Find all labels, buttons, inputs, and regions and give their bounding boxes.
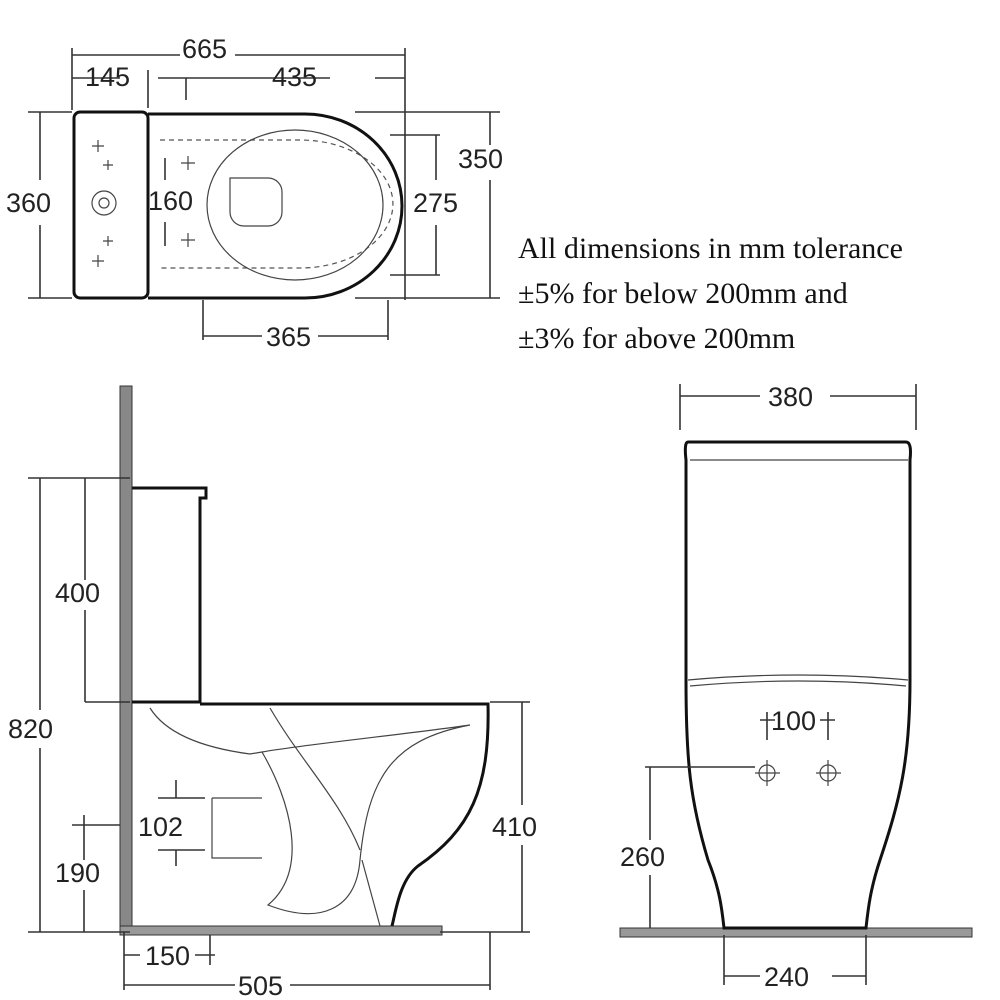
flush-hole-icon [91,190,117,216]
note-line-3: ±3% for above 200mm [518,322,796,355]
dim-overall-width: 360 [6,188,51,218]
floor [119,925,443,936]
dim-wall-to-outlet: 150 [145,941,190,971]
dim-cistern-depth: 145 [85,62,130,92]
plan-view: 665 145 435 360 160 275 350 365 [6,34,503,352]
dim-projection: 365 [266,322,311,352]
dim-bowl-length: 435 [272,62,317,92]
plan-rim-dashed [160,139,394,269]
dim-fixing-centres: 160 [148,186,193,216]
wall [119,385,133,933]
tolerance-note: All dimensions in mm tolerance ±5% for b… [518,226,903,361]
side-view: 400 820 102 190 410 150 505 [8,385,537,1000]
dim-base-width: 240 [764,962,809,992]
note-line-1: All dimensions in mm tolerance [518,232,903,265]
dim-overall-height: 820 [8,714,53,744]
dim-bowl-width: 350 [458,144,503,174]
dim-cistern-height: 400 [55,578,100,608]
front-outline [683,440,912,930]
dim-front-fixing-centres: 100 [771,706,816,736]
fixing-marks [92,140,195,267]
plan-outlet [229,177,283,227]
dim-fixing-height: 260 [620,842,665,872]
note-line-2: ±5% for below 200mm and [518,277,848,310]
dim-overall-length: 665 [182,34,227,64]
front-view: 380 100 260 240 [619,382,973,992]
side-pan-outline [200,702,490,927]
dim-seat-width: 275 [413,188,458,218]
plan-seat [206,129,384,281]
plan-bowl-outline [148,112,404,300]
dim-front-width: 380 [768,382,813,412]
dim-outlet-centre: 190 [55,858,100,888]
dim-pan-height: 410 [492,812,537,842]
plan-cistern [72,110,150,300]
dim-outlet-height: 102 [138,812,183,842]
dim-overall-projection: 505 [238,971,283,1000]
side-cistern [132,486,208,704]
